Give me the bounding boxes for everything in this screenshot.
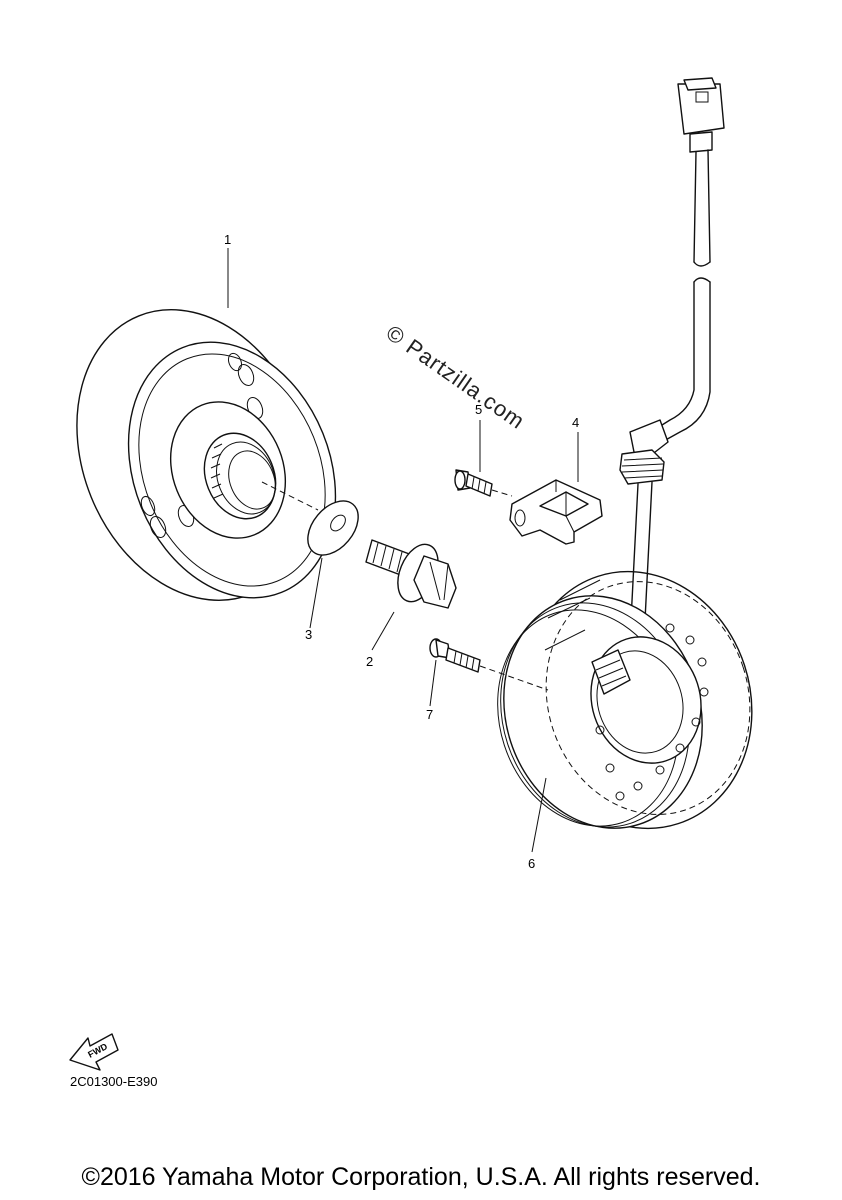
callout-7: 7: [426, 707, 434, 722]
copyright-notice: ©2016 Yamaha Motor Corporation, U.S.A. A…: [81, 1163, 761, 1191]
clamp-bracket-part-4: [509, 479, 603, 545]
stator-lead-wire: [619, 77, 725, 641]
fwd-arrow-icon: FWD: [69, 1033, 119, 1071]
leader-line-rotor-axis: [261, 481, 319, 511]
callout-leaders: [227, 248, 579, 853]
callout-4: 4: [572, 415, 580, 430]
callout-2: 2: [366, 654, 374, 669]
washer-part-3: [307, 500, 359, 556]
callout-6: 6: [528, 856, 536, 871]
flywheel-rotor-part-1: [76, 309, 337, 601]
screw-part-7: [429, 638, 481, 673]
leader-line-screw-5: [491, 489, 513, 497]
flange-bolt-part-2: [365, 539, 457, 609]
callout-1: 1: [224, 232, 232, 247]
stator-assembly-part-6: [497, 570, 753, 830]
callout-3: 3: [305, 627, 313, 642]
leader-line-screw-7: [479, 665, 549, 691]
screw-part-5: [454, 469, 493, 497]
drawing-code: 2C01300-E390: [70, 1074, 158, 1089]
callout-5: 5: [475, 402, 483, 417]
